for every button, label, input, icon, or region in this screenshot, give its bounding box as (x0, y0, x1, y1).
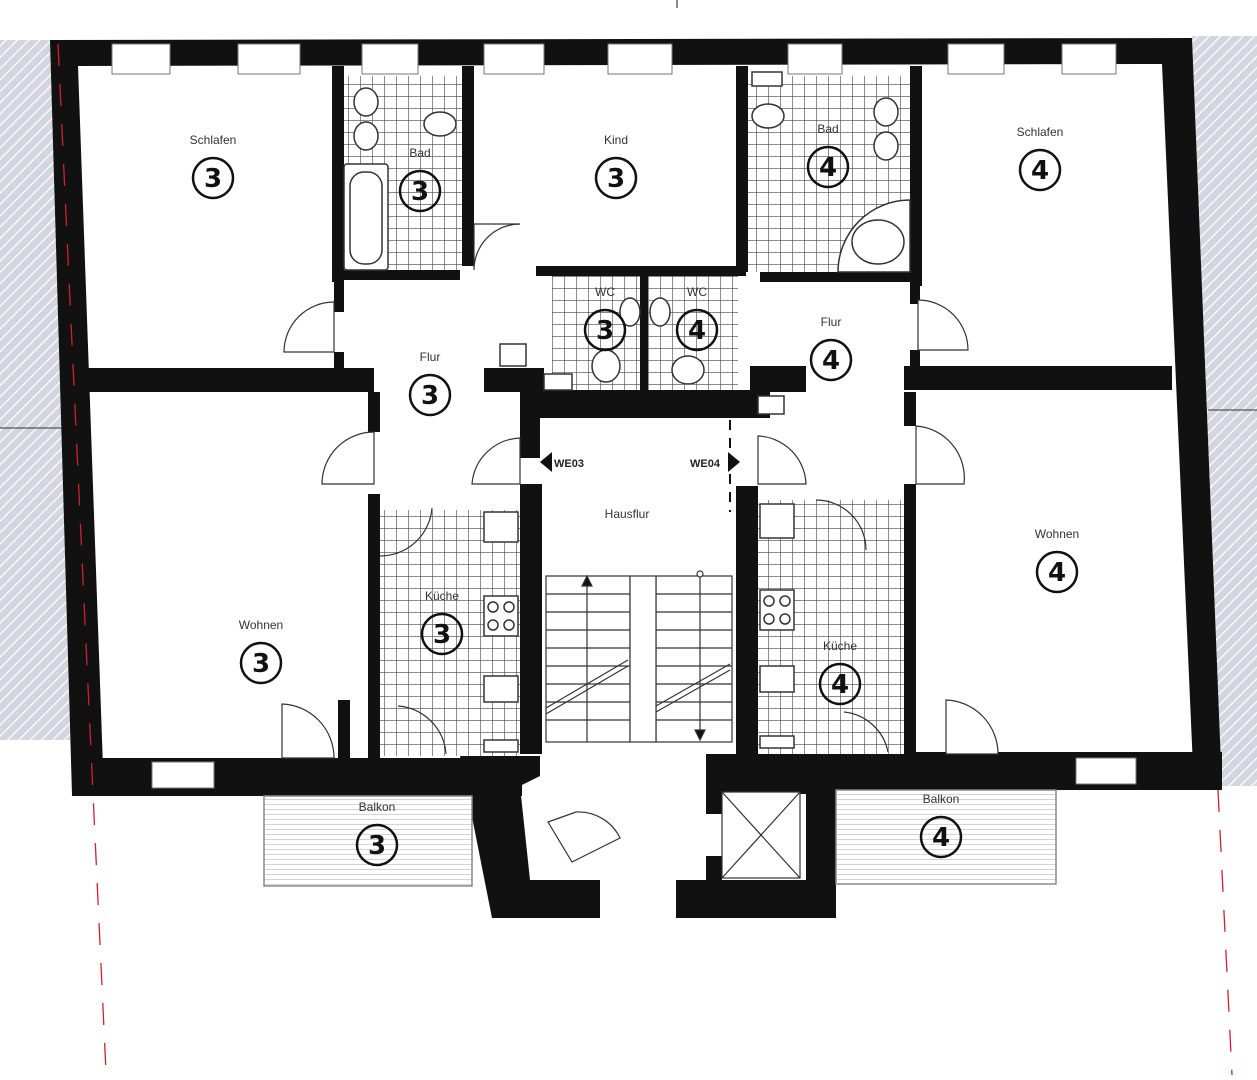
room-wc-4: WC 4 (675, 285, 719, 352)
room-balkon-4: Balkon 4 (919, 792, 963, 859)
sink-kitchen-3 (483, 675, 519, 703)
unit-number-circle-icon (420, 612, 464, 656)
exterior-walls (50, 38, 1222, 796)
fixtures (343, 71, 911, 753)
stove-4 (759, 589, 795, 631)
balcony-3 (263, 795, 473, 887)
sink-4b (873, 131, 899, 161)
unit-number: 4 (932, 823, 950, 853)
wc-4-bowl (671, 355, 705, 385)
room-hausflur: Hausflur (605, 507, 650, 521)
room-name-label: Kind (604, 133, 628, 147)
room-name-label: Wohnen (1035, 527, 1079, 541)
elevator-shaft (721, 791, 801, 879)
unit-number: 4 (1031, 156, 1049, 186)
unit-number: 3 (421, 381, 439, 411)
room-name-label: Wohnen (239, 618, 283, 632)
room-wc-3: WC 3 (583, 285, 627, 352)
unit-number: 3 (252, 649, 270, 679)
room-name-label: WC (687, 285, 707, 299)
room-name-label: Schlafen (190, 133, 237, 147)
unit-number: 4 (831, 670, 849, 700)
unit-number: 3 (411, 177, 429, 207)
unit-number-circle-icon (818, 662, 862, 706)
property-boundary (57, 43, 1233, 1076)
room-kueche-4: Küche 4 (818, 639, 862, 706)
room-name-label: Küche (823, 639, 857, 653)
unit-number-circle-icon (191, 156, 235, 200)
room-flur-3: Flur 3 (408, 350, 452, 417)
room-schlafen-3: Schlafen 3 (190, 133, 237, 200)
svg-text:WE03: WE03 (554, 458, 584, 470)
room-name-label: Bad (817, 122, 838, 136)
staircase (545, 570, 733, 743)
sink-kitchen-4 (759, 665, 795, 693)
unit-number: 4 (819, 153, 837, 183)
unit-number-circle-icon (919, 815, 963, 859)
interior-walls (84, 66, 1172, 918)
room-name-label: Flur (420, 350, 441, 364)
room-name-label: Balkon (923, 792, 960, 806)
room-wohnen-3: Wohnen 3 (239, 618, 283, 685)
unit-number-circle-icon (398, 169, 442, 213)
room-labels: Schlafen3Bad3Kind3Bad4Schlafen4WC3WC4Flu… (190, 122, 1079, 867)
unit-number-circle-icon (239, 641, 283, 685)
svg-text:WE04: WE04 (690, 458, 721, 470)
toilet-3 (423, 111, 457, 137)
balcony-4 (835, 789, 1057, 885)
room-name-label: Balkon (359, 800, 396, 814)
room-name-label: Flur (821, 315, 842, 329)
unit-number-circle-icon (675, 308, 719, 352)
unit-number: 3 (433, 620, 451, 650)
unit-number-circle-icon (594, 156, 638, 200)
room-schlafen-4: Schlafen 4 (1017, 125, 1064, 192)
unit-number-circle-icon (583, 308, 627, 352)
toilet-4 (751, 103, 785, 129)
unit-number: 4 (688, 316, 706, 346)
unit-number: 4 (1048, 558, 1066, 588)
sink-3b (353, 121, 379, 151)
unit-number-circle-icon (1018, 148, 1062, 192)
door-swings (281, 223, 999, 863)
unit-number: 3 (204, 164, 222, 194)
wc-3-bowl (591, 349, 621, 383)
room-name-label: WC (595, 285, 615, 299)
unit-number: 3 (596, 316, 614, 346)
top-windows (111, 43, 1117, 75)
unit-number-circle-icon (809, 338, 853, 382)
balconies (263, 789, 1057, 887)
bottom-windows (151, 757, 1137, 789)
room-name-label: Bad (409, 146, 430, 160)
room-wohnen-4: Wohnen 4 (1035, 527, 1079, 594)
room-kind-3: Kind 3 (594, 133, 638, 200)
unit-number-circle-icon (408, 373, 452, 417)
stove-3 (483, 595, 519, 637)
room-flur-4: Flur 4 (809, 315, 853, 382)
unit-number: 4 (822, 346, 840, 376)
unit-number-circle-icon (355, 823, 399, 867)
room-bad-3: Bad 3 (398, 146, 442, 213)
room-bad-4: Bad 4 (806, 122, 850, 189)
room-kueche-3: Küche 3 (420, 589, 464, 656)
room-balkon-3: Balkon 3 (355, 800, 399, 867)
unit-number-circle-icon (806, 145, 850, 189)
unit-marker-we04: WE04 (690, 420, 740, 512)
room-name-label: Schlafen (1017, 125, 1064, 139)
room-name-label: Hausflur (605, 507, 650, 521)
sink-4a (873, 97, 899, 127)
neighbor-building-left (0, 40, 70, 740)
unit-marker-we03: WE03 (540, 452, 584, 472)
unit-number: 3 (607, 164, 625, 194)
neighbor-building-right (1192, 36, 1257, 786)
sink-3a (353, 87, 379, 117)
unit-number-circle-icon (1035, 550, 1079, 594)
unit-number: 3 (368, 831, 386, 861)
room-name-label: Küche (425, 589, 459, 603)
